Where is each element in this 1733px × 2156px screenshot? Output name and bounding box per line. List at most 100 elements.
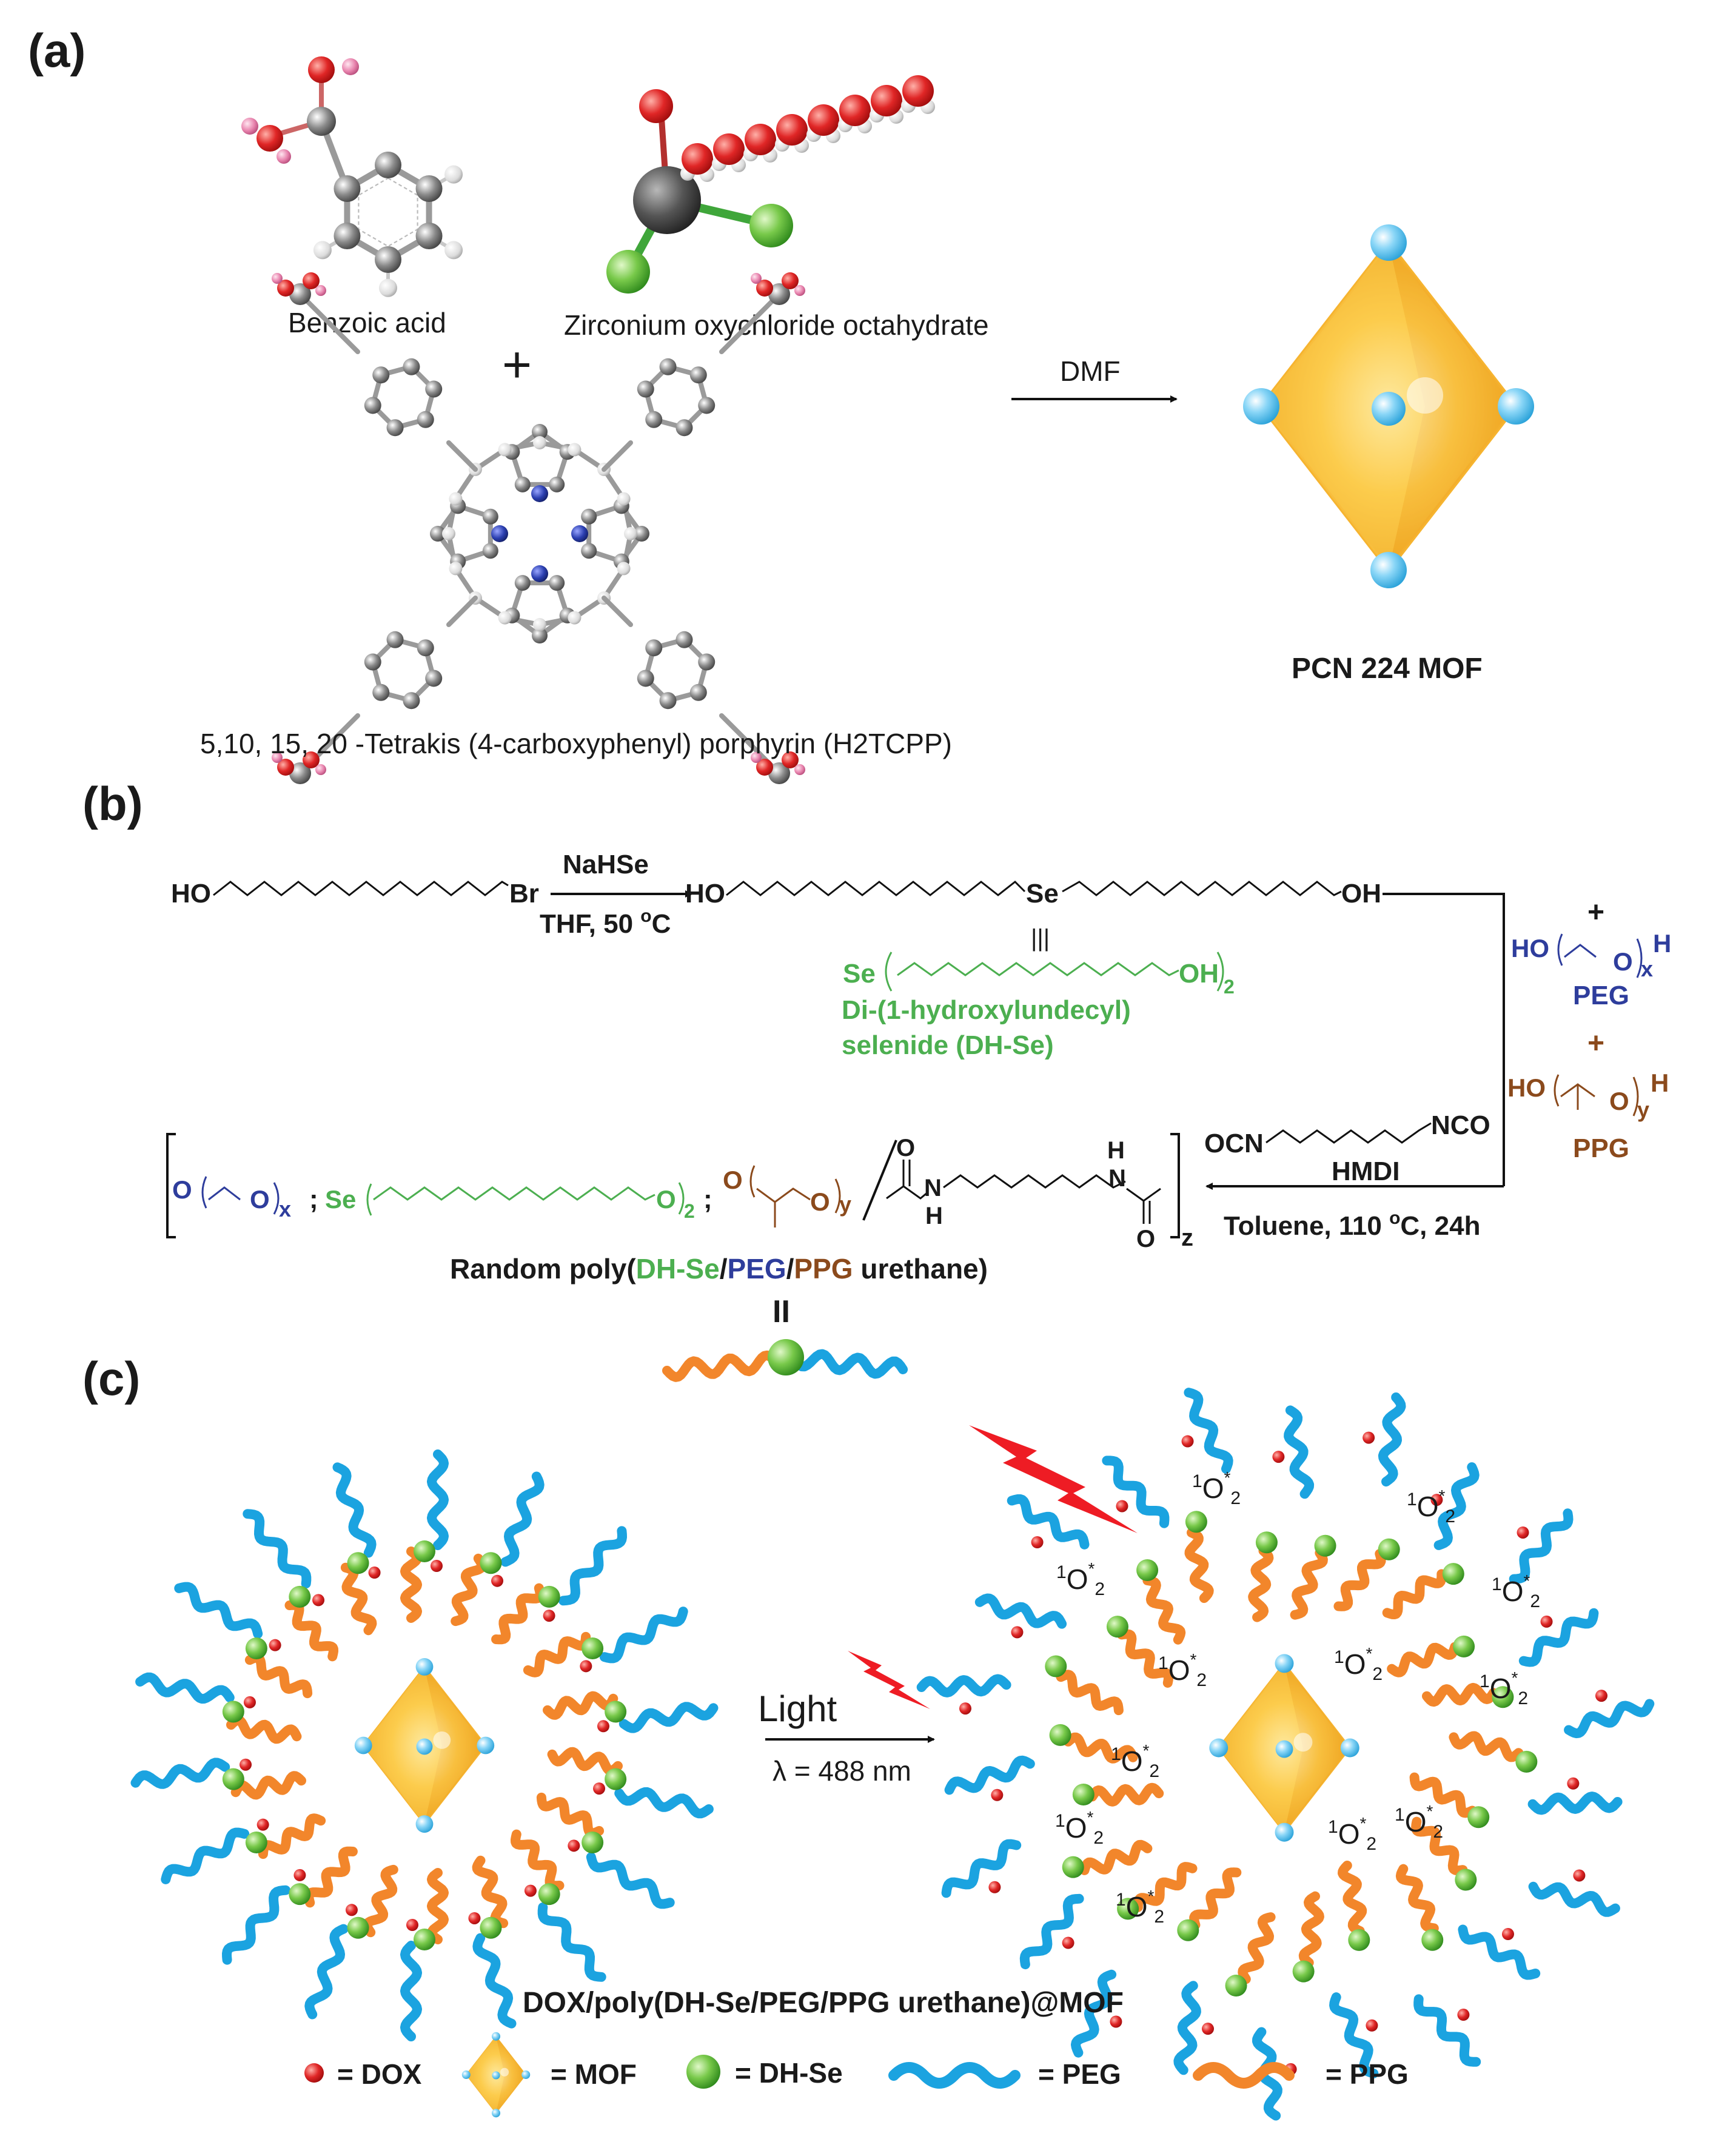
poly-ppg-paren-left — [749, 1165, 756, 1198]
carbon-atom — [386, 419, 404, 437]
carbon-atom — [415, 223, 443, 249]
poly-semicolon-1: ; — [309, 1184, 318, 1214]
ppg-chain — [400, 1546, 422, 1623]
dox-molecule — [1110, 2015, 1122, 2028]
peg-paren-right — [1636, 938, 1643, 978]
singlet-oxygen-label: 1O*2 — [1492, 1571, 1540, 1611]
hydrogen-atom — [568, 611, 582, 625]
ppg-chain — [523, 1631, 591, 1677]
peg-chain — [1564, 944, 1597, 958]
dox-molecule — [988, 1881, 1001, 1893]
dox-molecule — [1062, 1936, 1074, 1949]
aromatic-ring — [358, 177, 418, 247]
dox-molecule — [1011, 1626, 1024, 1639]
poly-ppg-chain — [756, 1187, 811, 1203]
poly-h1: H — [925, 1203, 943, 1229]
nitrogen-atom — [531, 565, 548, 582]
legend-ppg-icon — [1193, 2062, 1295, 2089]
poly-ppg-paren-right — [834, 1178, 841, 1214]
oxygen-atom — [871, 85, 902, 116]
carbon-atom — [768, 762, 790, 784]
carbon-atom — [634, 526, 649, 542]
ppg-chain — [536, 1792, 605, 1838]
dox-molecule — [406, 1919, 418, 1931]
oxygen-atom — [776, 114, 808, 146]
peg-chain — [944, 1755, 1035, 1795]
singlet-oxygen-label: 1O*2 — [1116, 1887, 1164, 1927]
dox-molecule — [293, 1869, 306, 1881]
dhse-unit — [605, 1701, 627, 1723]
carbon-atom — [430, 526, 446, 542]
peg-chain — [537, 1902, 606, 1982]
ppg-chain — [1409, 1772, 1477, 1818]
legend-dhse-icon — [686, 2055, 720, 2089]
lightning-flash-small — [848, 1651, 930, 1709]
legend-peg-label: = PEG — [1038, 2058, 1121, 2090]
legend-dox-label: = DOX — [337, 2058, 422, 2090]
poly-se-chain — [373, 1186, 655, 1201]
dhse-name-1: Di-(1-hydroxylundecyl) — [842, 995, 1131, 1025]
nitrogen-atom — [571, 525, 588, 542]
hydrogen-atom — [751, 273, 762, 284]
hydrogen-atom — [379, 278, 397, 297]
dhse-unit — [582, 1832, 604, 1853]
ppg-o: O — [1609, 1087, 1629, 1115]
dox-molecule — [597, 1720, 609, 1733]
dox-molecule — [491, 1574, 504, 1587]
hydrogen-atom — [794, 285, 805, 296]
urethane-chain-2 — [1126, 1187, 1161, 1202]
peg-chain — [161, 1827, 250, 1884]
hydrogen-atom — [533, 436, 546, 449]
bond — [446, 596, 478, 627]
ppg-chain — [230, 1771, 306, 1800]
peg-chain — [974, 1593, 1067, 1629]
dox-molecule — [1116, 1500, 1128, 1513]
dox-molecule — [1501, 1928, 1514, 1941]
dox-molecule — [1031, 1536, 1044, 1549]
se-atom: Se — [1026, 879, 1059, 908]
zirconium-atom — [633, 166, 701, 234]
oh-end: OH — [1341, 879, 1381, 908]
dhse-unit — [1136, 1559, 1159, 1581]
poly-co-o2: O — [1136, 1226, 1155, 1252]
dhse-se: Se — [843, 959, 876, 989]
singlet-oxygen-label: 1O*2 — [1334, 1644, 1383, 1684]
poly-n1: N — [924, 1175, 942, 1201]
oxygen-atom — [745, 124, 776, 155]
oxygen-atom — [808, 104, 839, 136]
oxygen-atom — [902, 75, 934, 107]
peg-chain — [222, 1885, 290, 1965]
hydrogen-atom — [624, 527, 637, 540]
ppg-chain — [244, 1653, 313, 1699]
ppg-chain — [1338, 1861, 1367, 1936]
dhse-unit — [289, 1883, 311, 1906]
carbon-atom — [375, 152, 401, 178]
panel-a-label: (a) — [28, 24, 85, 77]
dhse-unit — [538, 1883, 560, 1906]
peg-chain — [558, 1526, 627, 1606]
oxygen-atom — [756, 759, 773, 776]
poly-se-paren-right — [678, 1182, 685, 1215]
hydrogen-atom — [794, 764, 805, 775]
carbon-atom — [514, 476, 531, 492]
peg-chain — [400, 1941, 422, 2041]
ppg-ho: HO — [1507, 1073, 1546, 1102]
dox-molecule — [1202, 2023, 1215, 2035]
hydrogen-atom — [498, 443, 512, 457]
peg-chain — [1528, 1881, 1620, 1917]
dox-molecule — [1517, 1526, 1529, 1539]
carbon-atom — [698, 397, 716, 414]
peg-chain — [1458, 1924, 1541, 1980]
nco-group: NCO — [1431, 1110, 1490, 1140]
dhse-unit — [1185, 1511, 1207, 1533]
poly-y: y — [839, 1192, 851, 1217]
ppg-chain — [1298, 1891, 1324, 1968]
dhse-unit — [1421, 1929, 1444, 1951]
dhse-unit — [1117, 1898, 1139, 1920]
peg-chain — [1413, 1994, 1481, 2067]
peg-chain — [243, 1509, 312, 1589]
ppg-chain — [1422, 1682, 1498, 1707]
peg-chain — [472, 1933, 517, 2029]
bond — [602, 596, 633, 627]
dhse-unit — [1255, 1531, 1278, 1554]
